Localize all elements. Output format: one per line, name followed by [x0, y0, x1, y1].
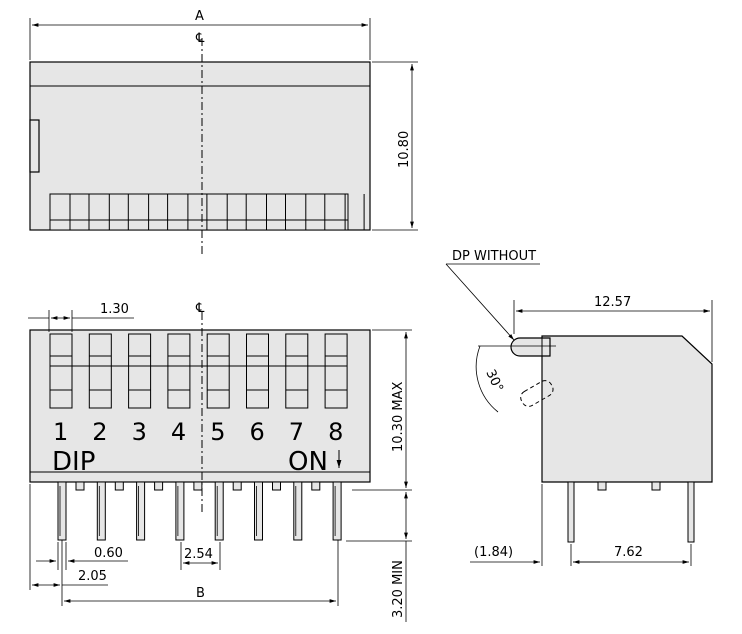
standoff	[193, 481, 203, 491]
standoff	[75, 481, 85, 491]
side-standoff-left	[597, 481, 607, 491]
standoff	[311, 481, 321, 491]
side-actuator-dashed	[520, 380, 554, 407]
dim-side-width-label: 12.57	[594, 295, 631, 310]
pin	[136, 481, 146, 541]
centerline-symbol-front: ℄	[195, 301, 205, 316]
switch-number: 5	[210, 418, 225, 446]
dp-without-leader	[445, 263, 515, 341]
dp-without-label: DP WITHOUT	[452, 249, 536, 264]
angle-arc	[475, 345, 499, 413]
switch-slot	[49, 333, 73, 409]
dim-pin-pitch-label: 2.54	[184, 547, 213, 562]
front-view-pins	[57, 481, 342, 541]
front-view-slots	[49, 333, 348, 409]
top-slot-strip	[49, 193, 349, 231]
dim-pin-width-label: 0.60	[94, 546, 123, 561]
pin	[175, 481, 185, 541]
switch-number: 2	[92, 418, 107, 446]
side-pin-left	[567, 481, 575, 543]
front-view-body	[29, 329, 371, 483]
switch-number: 6	[250, 418, 265, 446]
standoff	[114, 481, 124, 491]
dip-label: DIP	[52, 447, 95, 477]
standoff	[232, 481, 242, 491]
pin	[254, 481, 263, 541]
pin	[96, 481, 106, 541]
pin	[214, 481, 224, 541]
side-actuator	[510, 337, 551, 357]
top-view-side-tab	[29, 119, 40, 173]
dim-height-max-label: 10.30 MAX	[391, 382, 406, 452]
standoff	[154, 481, 164, 491]
top-view-slots	[49, 193, 365, 231]
switch-slot	[246, 333, 269, 409]
switch-slot	[128, 333, 152, 409]
pin	[57, 481, 67, 541]
pin	[293, 481, 303, 541]
dim-pin-min-label: 3.20 MIN	[391, 560, 406, 618]
pin	[332, 481, 342, 541]
switch-number: 3	[132, 418, 147, 446]
dim-first-pin-label: 2.05	[78, 569, 107, 584]
dim-a-label: A	[195, 9, 204, 24]
switch-slot	[324, 333, 348, 409]
switch-number: 4	[171, 418, 186, 446]
dim-side-offset-label: (1.84)	[474, 545, 513, 560]
dim-height-top-label: 10.80	[397, 131, 412, 168]
switch-number: 7	[289, 418, 304, 446]
switch-number: 1	[53, 418, 68, 446]
dim-row-spacing-label: 7.62	[614, 545, 643, 560]
dim-b-label: B	[196, 586, 205, 601]
switch-slot	[206, 333, 230, 409]
side-pin-right	[687, 481, 695, 543]
switch-number: 8	[328, 418, 343, 446]
side-standoff-right	[651, 481, 661, 491]
side-view-body	[541, 335, 713, 483]
side-view: 30° DP WITHOUT 12.57 (1.84) 7.62	[445, 249, 713, 566]
angle-label: 30°	[482, 367, 505, 394]
standoff	[272, 481, 281, 491]
on-label: ON	[288, 447, 328, 477]
switch-slot	[285, 333, 309, 409]
top-view: ℄ A 10.80	[29, 9, 418, 256]
switch-slot	[167, 333, 191, 409]
dim-pitch-label: 1.30	[100, 302, 129, 317]
switch-slot	[88, 333, 112, 409]
centerline-symbol-top: ℄	[195, 31, 205, 46]
